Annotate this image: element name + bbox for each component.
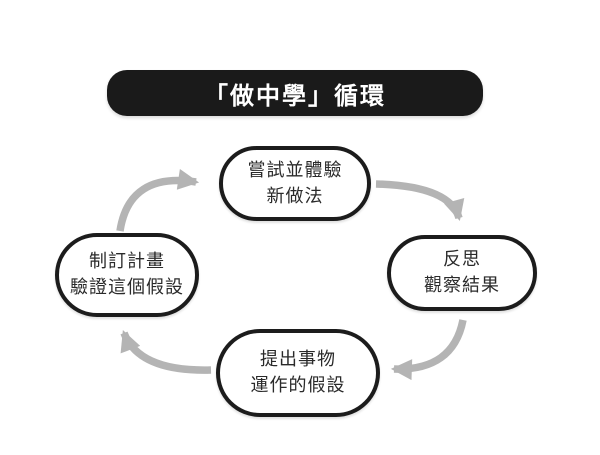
arrow-hypothesize-to-plan-icon xyxy=(120,330,212,374)
node-try-line2: 新做法 xyxy=(266,185,324,207)
node-make-plan-verify-hypothesis: 制訂計畫 驗證這個假設 xyxy=(55,233,199,317)
arrow-reflect-to-hypothesize-icon xyxy=(390,319,467,381)
diagram-title: 「做中學」循環 xyxy=(204,81,386,110)
node-hypothesize-line2: 運作的假設 xyxy=(250,375,346,396)
node-plan-line2: 驗證這個假設 xyxy=(70,277,184,298)
node-reflect-observe-results: 反思 觀察結果 xyxy=(387,235,537,311)
arrow-plan-to-try-icon xyxy=(116,168,200,232)
node-hypothesize-line1: 提出事物 xyxy=(260,349,336,370)
node-try-new-methods: 嘗試並體驗 新做法 xyxy=(219,146,371,221)
node-try-line1: 嘗試並體驗 xyxy=(247,159,343,181)
diagram-title-banner: 「做中學」循環 xyxy=(107,70,483,116)
node-reflect-line2: 觀察結果 xyxy=(424,275,500,296)
arrow-try-to-reflect-icon xyxy=(375,180,465,222)
node-plan-line1: 制訂計畫 xyxy=(89,251,165,272)
node-propose-hypothesis: 提出事物 運作的假設 xyxy=(216,329,380,417)
node-reflect-line1: 反思 xyxy=(443,249,481,270)
